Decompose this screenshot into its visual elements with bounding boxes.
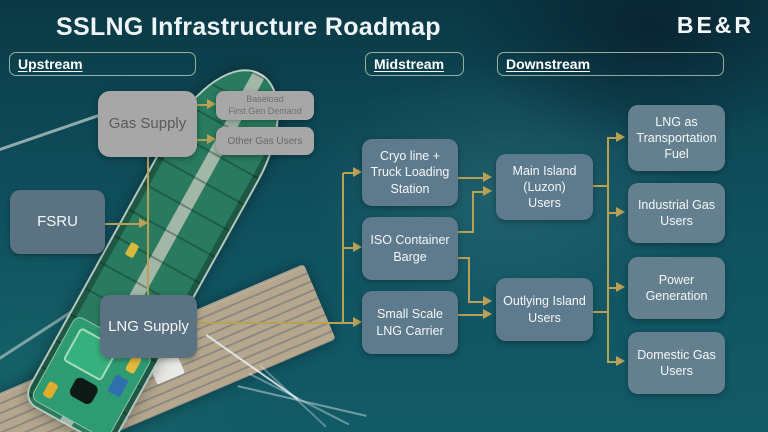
connector-fsru: [105, 223, 139, 225]
node-iso-container-barge: ISO Container Barge: [362, 217, 458, 280]
connector-lng-to-midstream: [197, 322, 353, 324]
section-label: Downstream: [506, 56, 591, 72]
node-cryo-truck-loading-station: Cryo line + Truck Loading Station: [362, 139, 458, 206]
section-label: Midstream: [374, 56, 445, 72]
node-lng-transportation-fuel: LNG as Transportation Fuel: [628, 105, 725, 171]
arrow-right-icon: [483, 186, 492, 196]
connector-small-to-outlying: [458, 314, 483, 316]
deck-equipment: [124, 241, 140, 259]
connector-main-to-riser: [593, 185, 609, 187]
connector-iso-to-main: [458, 231, 474, 233]
arrow-right-icon: [139, 218, 148, 228]
section-header-upstream: Upstream: [9, 52, 196, 76]
arrow-right-icon: [353, 167, 362, 177]
connector-iso-to-outlying: [468, 301, 483, 303]
node-industrial-gas-users: Industrial Gas Users: [628, 183, 725, 243]
connector-downstream-riser: [607, 137, 609, 363]
arrow-right-icon: [207, 99, 216, 109]
connector-gas-to-baseload: [197, 104, 208, 106]
section-header-downstream: Downstream: [497, 52, 724, 76]
arrow-right-icon: [616, 356, 625, 366]
company-logo: BE&R: [676, 12, 754, 38]
connector-to-cryo: [343, 172, 353, 174]
node-gas-supply: Gas Supply: [98, 91, 197, 157]
connector-to-lng-fuel: [608, 137, 618, 139]
connector-iso-to-outlying: [458, 257, 470, 259]
node-baseload-first-gen-demand: Baseload First Gen Demand: [216, 91, 314, 120]
node-outlying-island-users: Outlying Island Users: [496, 278, 593, 341]
arrow-right-icon: [616, 207, 625, 217]
node-lng-supply: LNG Supply: [100, 295, 197, 358]
connector-iso-to-outlying: [468, 257, 470, 303]
page-title: SSLNG Infrastructure Roadmap: [56, 13, 441, 41]
node-power-generation: Power Generation: [628, 257, 725, 319]
connector-to-power: [608, 287, 618, 289]
connector-gas-to-lng: [147, 157, 149, 296]
node-main-island-users: Main Island (Luzon) Users: [496, 154, 593, 220]
arrow-right-icon: [353, 317, 362, 327]
arrow-right-icon: [616, 282, 625, 292]
node-domestic-gas-users: Domestic Gas Users: [628, 332, 725, 394]
arrow-right-icon: [207, 134, 216, 144]
arrow-right-icon: [483, 172, 492, 182]
connector-to-industrial: [608, 212, 618, 214]
node-small-scale-lng-carrier: Small Scale LNG Carrier: [362, 291, 458, 354]
connector-iso-to-main: [472, 191, 474, 233]
arrow-right-icon: [353, 242, 362, 252]
lifeboat: [42, 380, 59, 400]
deck-container: [107, 374, 129, 398]
section-label: Upstream: [18, 56, 83, 72]
connector-to-domestic: [608, 361, 618, 363]
section-header-midstream: Midstream: [365, 52, 464, 76]
connector-iso-to-main: [472, 191, 483, 193]
arrow-right-icon: [483, 309, 492, 319]
connector-cryo-to-main: [458, 177, 483, 179]
connector-to-iso: [343, 247, 353, 249]
node-other-gas-users: Other Gas Users: [216, 127, 314, 155]
connector-gas-to-other: [197, 139, 208, 141]
node-fsru: FSRU: [10, 190, 105, 254]
connector-outlying-to-riser: [593, 311, 609, 313]
ship-funnel: [67, 375, 100, 407]
arrow-right-icon: [483, 296, 492, 306]
arrow-right-icon: [616, 132, 625, 142]
